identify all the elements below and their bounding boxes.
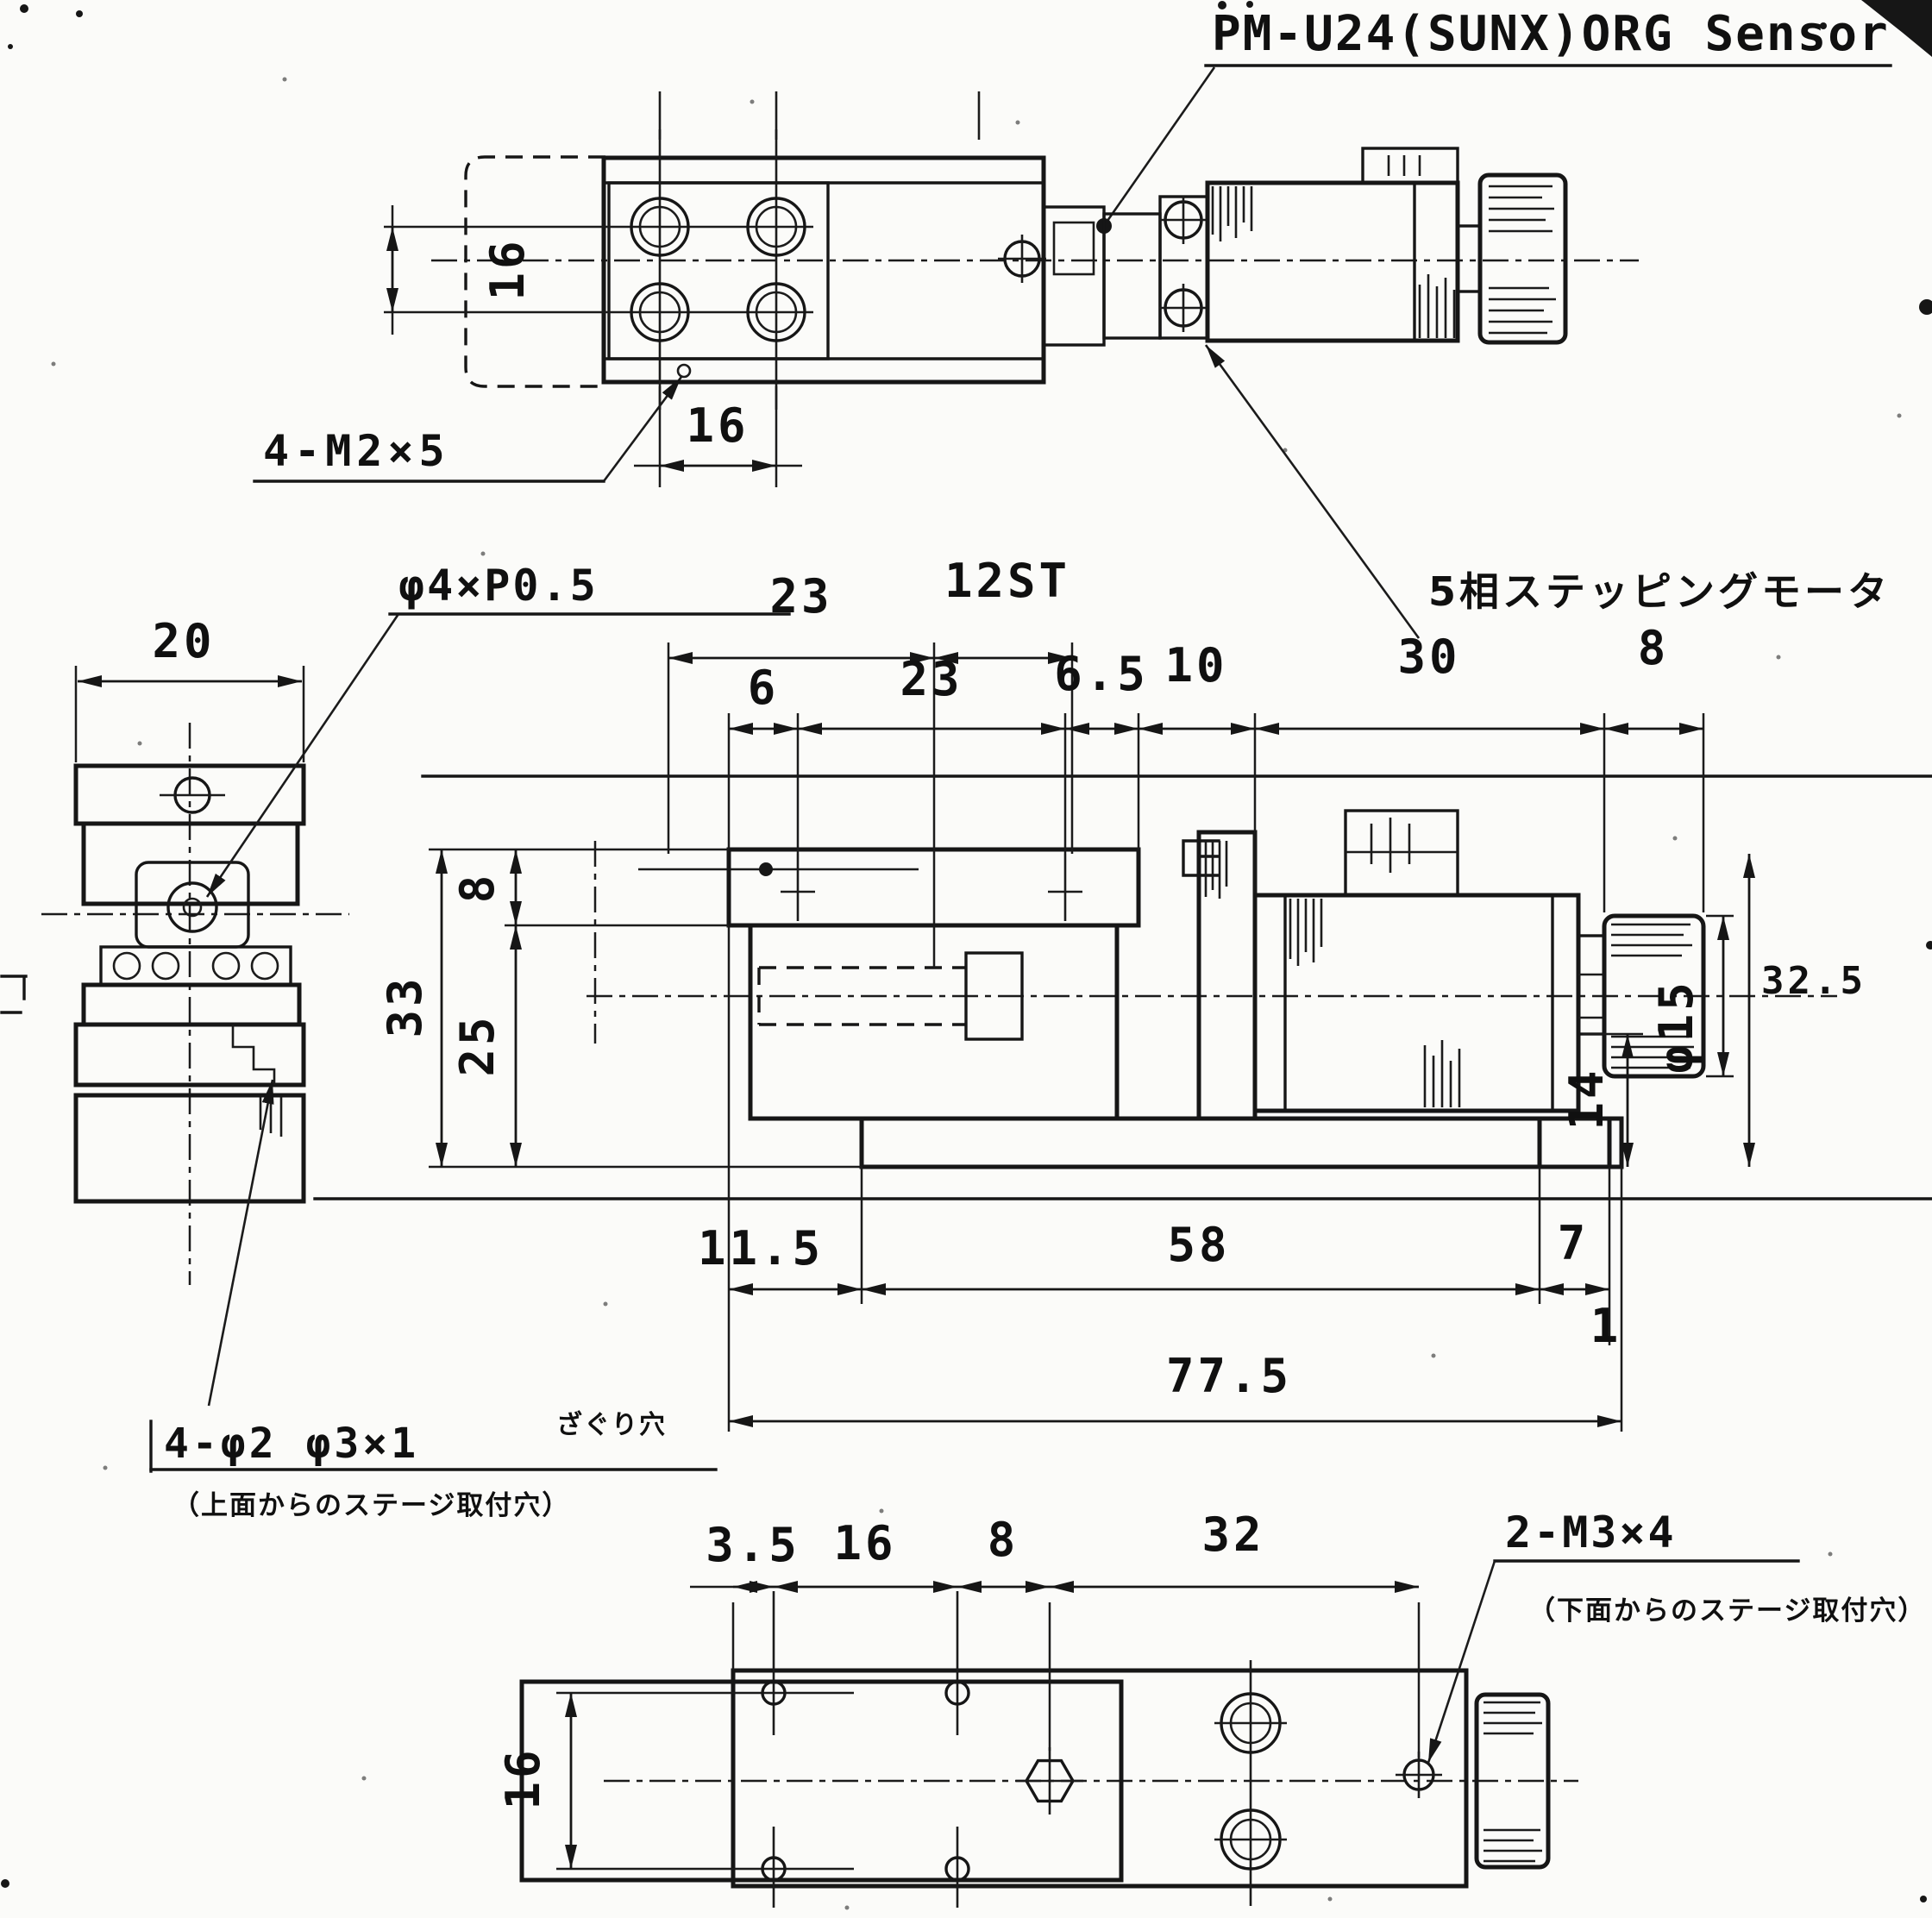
side-view: 20 φ4×P0.5 4-φ2 φ3×1 ざぐり穴 （上面からのステージ取付穴） [41,561,791,1521]
feed-screw-circle [166,881,218,933]
dim-32-5: 32.5 [1761,959,1866,1003]
hidden-slot [757,966,966,1026]
dim-plate-8: 8 [450,872,505,904]
dim-col-spacing: 16 [686,398,749,453]
knob-front [1602,913,1706,1079]
dim-6: 6 [748,661,780,715]
dim-33: 33 [378,975,432,1037]
dim-10: 10 [1164,638,1227,693]
counterbore-label: 4-φ2 φ3×1 [164,1420,419,1468]
bottom-dimensions: 3.5 16 8 32 [690,1507,1421,1758]
m3-screw-label: 2-M3×4 [1505,1507,1677,1558]
dim-8: 8 [988,1513,1019,1567]
dim-row-spacing-bottom: 16 [496,1746,550,1809]
motor-hatching [1211,186,1456,338]
sensor-leader-line [1106,66,1216,222]
front-left-dimensions: 33 8 25 [378,848,862,1169]
dim-23: 23 [900,652,963,706]
motor-flange-lines [1283,893,1554,1113]
motor-callout-label: 5相ステッピングモータ [1428,568,1891,615]
knob-bottom [1474,1692,1551,1870]
shaft-neck-top [1456,224,1482,293]
counterbore-note: ざぐり穴 [556,1410,667,1440]
dim-7: 7 [1558,1216,1590,1270]
counterbore-sub-note: （上面からのステージ取付穴） [172,1490,570,1521]
counterbore-holes-bottom [556,1591,970,1908]
dim-8-knob: 8 [1638,621,1670,675]
motor-leader-line [1204,344,1421,639]
top-view-dimensions: 16 16 4-M2×5 [253,205,802,487]
top-view: 16 16 4-M2×5 [253,91,1639,487]
dim-25: 25 [450,1013,505,1076]
front-view: 23 12ST 6 23 6.5 10 30 8 33 8 25 [313,554,1932,1432]
base-rail [859,1116,1624,1169]
pilot-hole [676,363,692,379]
dim-14: 14 [1559,1067,1614,1130]
bottom-table-plate [519,1679,1124,1883]
clamp-screw [998,235,1046,283]
phantom-travel-outline [464,155,605,388]
dim-6-5: 6.5 [1054,647,1149,701]
shaft-lines [1578,973,1604,1019]
front-upper-dimensions: 23 12ST 6 23 6.5 10 30 8 [667,554,1705,968]
drive-nut [964,951,1024,1041]
dim-hole-span: 23 [769,569,832,624]
m3-hole [1396,1752,1442,1798]
dim-16: 16 [833,1516,896,1570]
plate-hole-marks [781,854,1082,921]
front-bottom-dimensions: 11.5 58 7 1 77.5 [698,925,1623,1432]
motor-screws-bottom [1214,1660,1287,1906]
knob-top [1477,172,1568,345]
dim-phi15: φ15 [1649,979,1703,1074]
bottom-view: 16 3.5 16 8 [496,1507,1926,1908]
dim-77-5: 77.5 [1166,1349,1292,1403]
dim-1: 1 [1590,1299,1622,1353]
extension-ticks [658,91,981,140]
side-bottom-plate [73,1022,306,1087]
side-lower-base [73,1093,306,1204]
relief-notch [231,1025,276,1085]
dim-11-5: 11.5 [698,1221,824,1276]
dim-3-5: 3.5 [706,1518,800,1572]
sensor-bracket [1042,205,1106,347]
guide-balls [112,951,279,981]
hole-centerlines [623,129,813,410]
sensor-bracket-detail [1052,221,1095,276]
leader-dot-artifact [759,862,773,876]
feed-screw-label: φ4×P0.5 [398,561,599,611]
hole-pattern-region [607,181,830,360]
m3-callout: 2-M3×4 （下面からのステージ取付穴） [1427,1507,1926,1764]
bottom-base-body [731,1668,1469,1889]
dim-stroke: 12ST [944,554,1070,608]
hex-adjuster [1016,1747,1083,1815]
feed-screw-center [182,897,203,918]
sensor-body [1102,212,1162,340]
tapped-holes-m2 [630,197,806,379]
m2-screw-label: 4-M2×5 [263,426,450,476]
m3-sub-note: （下面からのステージ取付穴） [1528,1595,1926,1627]
dim-30: 30 [1397,630,1460,684]
callouts: PM-U24(SUNX)ORG Sensor 5相ステッピングモータ [1096,6,1892,639]
motor-connector-top [1361,147,1459,185]
side-base-band [81,982,302,1027]
dim-32: 32 [1201,1507,1264,1562]
table-plate-outline [601,155,1046,385]
dim-width-20: 20 [152,614,215,668]
motor-hatching-front [1204,841,1461,1107]
rear-bracket [1577,934,1606,1036]
sensor-callout-label: PM-U24(SUNX)ORG Sensor [1212,6,1890,62]
motor-body [1252,893,1581,1113]
motor-flange-screws [1158,195,1209,340]
front-right-dimensions: 14 φ15 32.5 [1559,854,1866,1167]
motor-connector-front [1344,809,1459,897]
dim-58: 58 [1167,1218,1230,1272]
side-mid-body [81,821,300,906]
dim-row-spacing: 16 [480,237,535,300]
counterbore-leader [207,1079,274,1407]
